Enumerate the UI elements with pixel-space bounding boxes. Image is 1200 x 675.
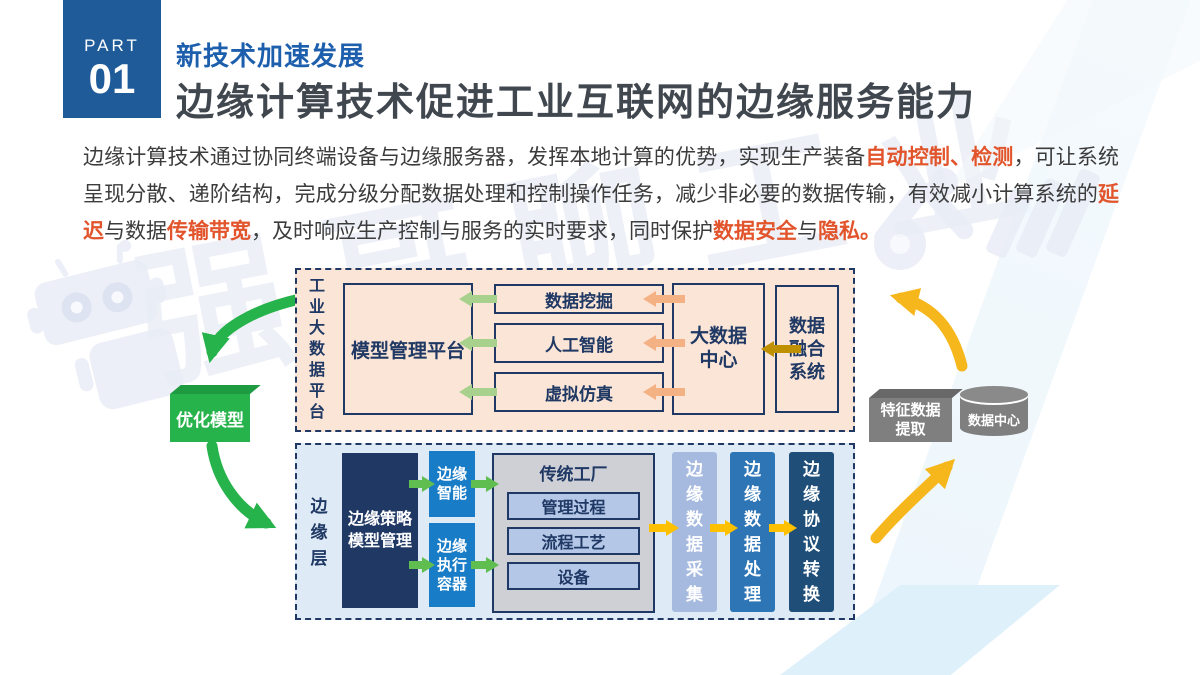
green-arrow-left-icon [459,335,497,351]
big-data-center-label: 大数据中心 [689,326,747,371]
data-center-cylinder-icon: 数据中心 [960,386,1028,440]
robot-watermark-icon [27,239,184,410]
edge-intelligence-label: 边缘智能 [436,466,467,502]
edge-data-collection-pillar: 边缘数据采集 [672,452,717,612]
slide-subtitle: 新技术加速发展 [176,41,366,71]
edge-execution-container-label: 边缘执行容器 [436,537,467,593]
paragraph-text: ，及时响应生产控制与服务的实时要求，同时保护 [251,220,713,243]
green-arrow-right-icon [409,557,435,573]
highlighted-keyword: 传输带宽 [167,220,251,243]
yellow-arrow-right-icon [649,520,679,536]
feature-extraction-label: 特征数据提取 [880,402,941,438]
yellow-arrow-right-icon [769,520,797,536]
edge-execution-container-box: 边缘执行容器 [429,523,475,607]
highlighted-keyword: 检测 [971,146,1014,169]
management-process-box: 管理过程 [507,492,640,520]
edge-strategy-model-box: 边缘策略模型管理 [342,453,418,608]
process-technology-box: 流程工艺 [507,527,640,555]
data-fusion-system-label: 数据融合系统 [789,315,825,382]
green-arrow-right-icon [471,476,499,492]
data-mining-box: 数据挖掘 [494,284,664,314]
edge-protocol-conversion-pillar: 边缘协议转换 [789,452,834,612]
edge-intelligence-box: 边缘智能 [429,451,475,517]
paragraph-text: 与数据 [104,220,167,243]
highlighted-keyword: 、 [950,146,972,169]
highlighted-keyword: 隐私 [818,220,860,243]
data-center-label: 数据中心 [967,413,1020,428]
virtual-simulation-box: 虚拟仿真 [494,372,664,412]
highlighted-keyword: 数据安全 [713,220,797,243]
industrial-bigdata-platform-box: 工业大数据平台 模型管理平台 数据挖掘 人工智能 虚拟仿真 大数据中心 数据融合… [295,268,855,432]
highlighted-keyword: 延迟 [83,183,1119,243]
highlighted-keyword: 。 [860,220,881,243]
green-curved-arrow-right-icon [206,440,277,529]
artificial-intelligence-box: 人工智能 [494,323,664,363]
yellow-arrow-right-icon [710,520,738,536]
optimize-model-label: 优化模型 [176,410,244,430]
edge-layer-box: 边缘层 边缘策略模型管理 边缘智能 边缘执行容器 传统工厂 管理过程 流程工艺 … [295,443,855,620]
slide-title: 边缘计算技术促进工业互联网的边缘服务能力 [176,82,977,124]
edge-layer-label: 边缘层 [310,497,328,568]
yellow-curved-arrow-upleft-icon [889,288,968,372]
edge-data-processing-pillar: 边缘数据处理 [730,452,775,612]
edge-data-collection-label: 边缘数据采集 [686,460,703,604]
optimize-model-box: 优化模型 [170,385,261,442]
green-arrow-left-icon [459,291,497,307]
part-number: 01 [88,55,136,102]
traditional-factory-title: 传统工厂 [539,465,608,484]
cylinder-top [960,386,1028,403]
paragraph-text: 边缘计算技术通过协同终端设备与边缘服务器，发挥本地计算的优势，实现生产装备 [83,146,866,169]
peach-arrow-left-icon [643,335,685,351]
edge-data-processing-label: 边缘数据处理 [744,460,761,604]
optimize-model-3d-flap [170,385,261,394]
green-arrow-right-icon [471,557,499,573]
peach-arrow-left-icon [643,291,685,307]
part-badge: PART 01 [63,0,161,118]
paragraph-text: ，可让系统呈现分散、递阶结构，完成分级分配数据处理和控制操作任务，减少非必要的数… [83,146,1120,206]
paragraph-text: 与 [797,220,818,243]
model-management-platform-box: 模型管理平台 [343,283,473,415]
part-label: PART [84,36,140,55]
edge-strategy-model-label: 边缘策略模型管理 [347,510,412,550]
gold-arrow-left-icon [761,341,801,357]
feature-extraction-box: 特征数据提取 [869,389,963,442]
traditional-factory-box: 传统工厂 管理过程 流程工艺 设备 [492,453,655,613]
green-arrow-left-icon [459,384,497,400]
peach-arrow-left-icon [643,384,685,400]
industrial-platform-label: 工业大数据平台 [308,278,325,421]
feature-extraction-3d-flap [869,389,963,398]
edge-protocol-conversion-label: 边缘协议转换 [803,460,820,604]
highlighted-keyword: 自动控制 [865,146,950,169]
robot-arm-watermark-icon [874,168,1100,270]
data-fusion-system-box: 数据融合系统 [775,285,839,413]
green-arrow-right-icon [409,476,435,492]
equipment-box: 设备 [507,562,640,590]
big-data-center-box: 大数据中心 [672,283,765,415]
body-paragraph: 边缘计算技术通过协同终端设备与边缘服务器，发挥本地计算的优势，实现生产装备自动控… [83,139,1119,250]
